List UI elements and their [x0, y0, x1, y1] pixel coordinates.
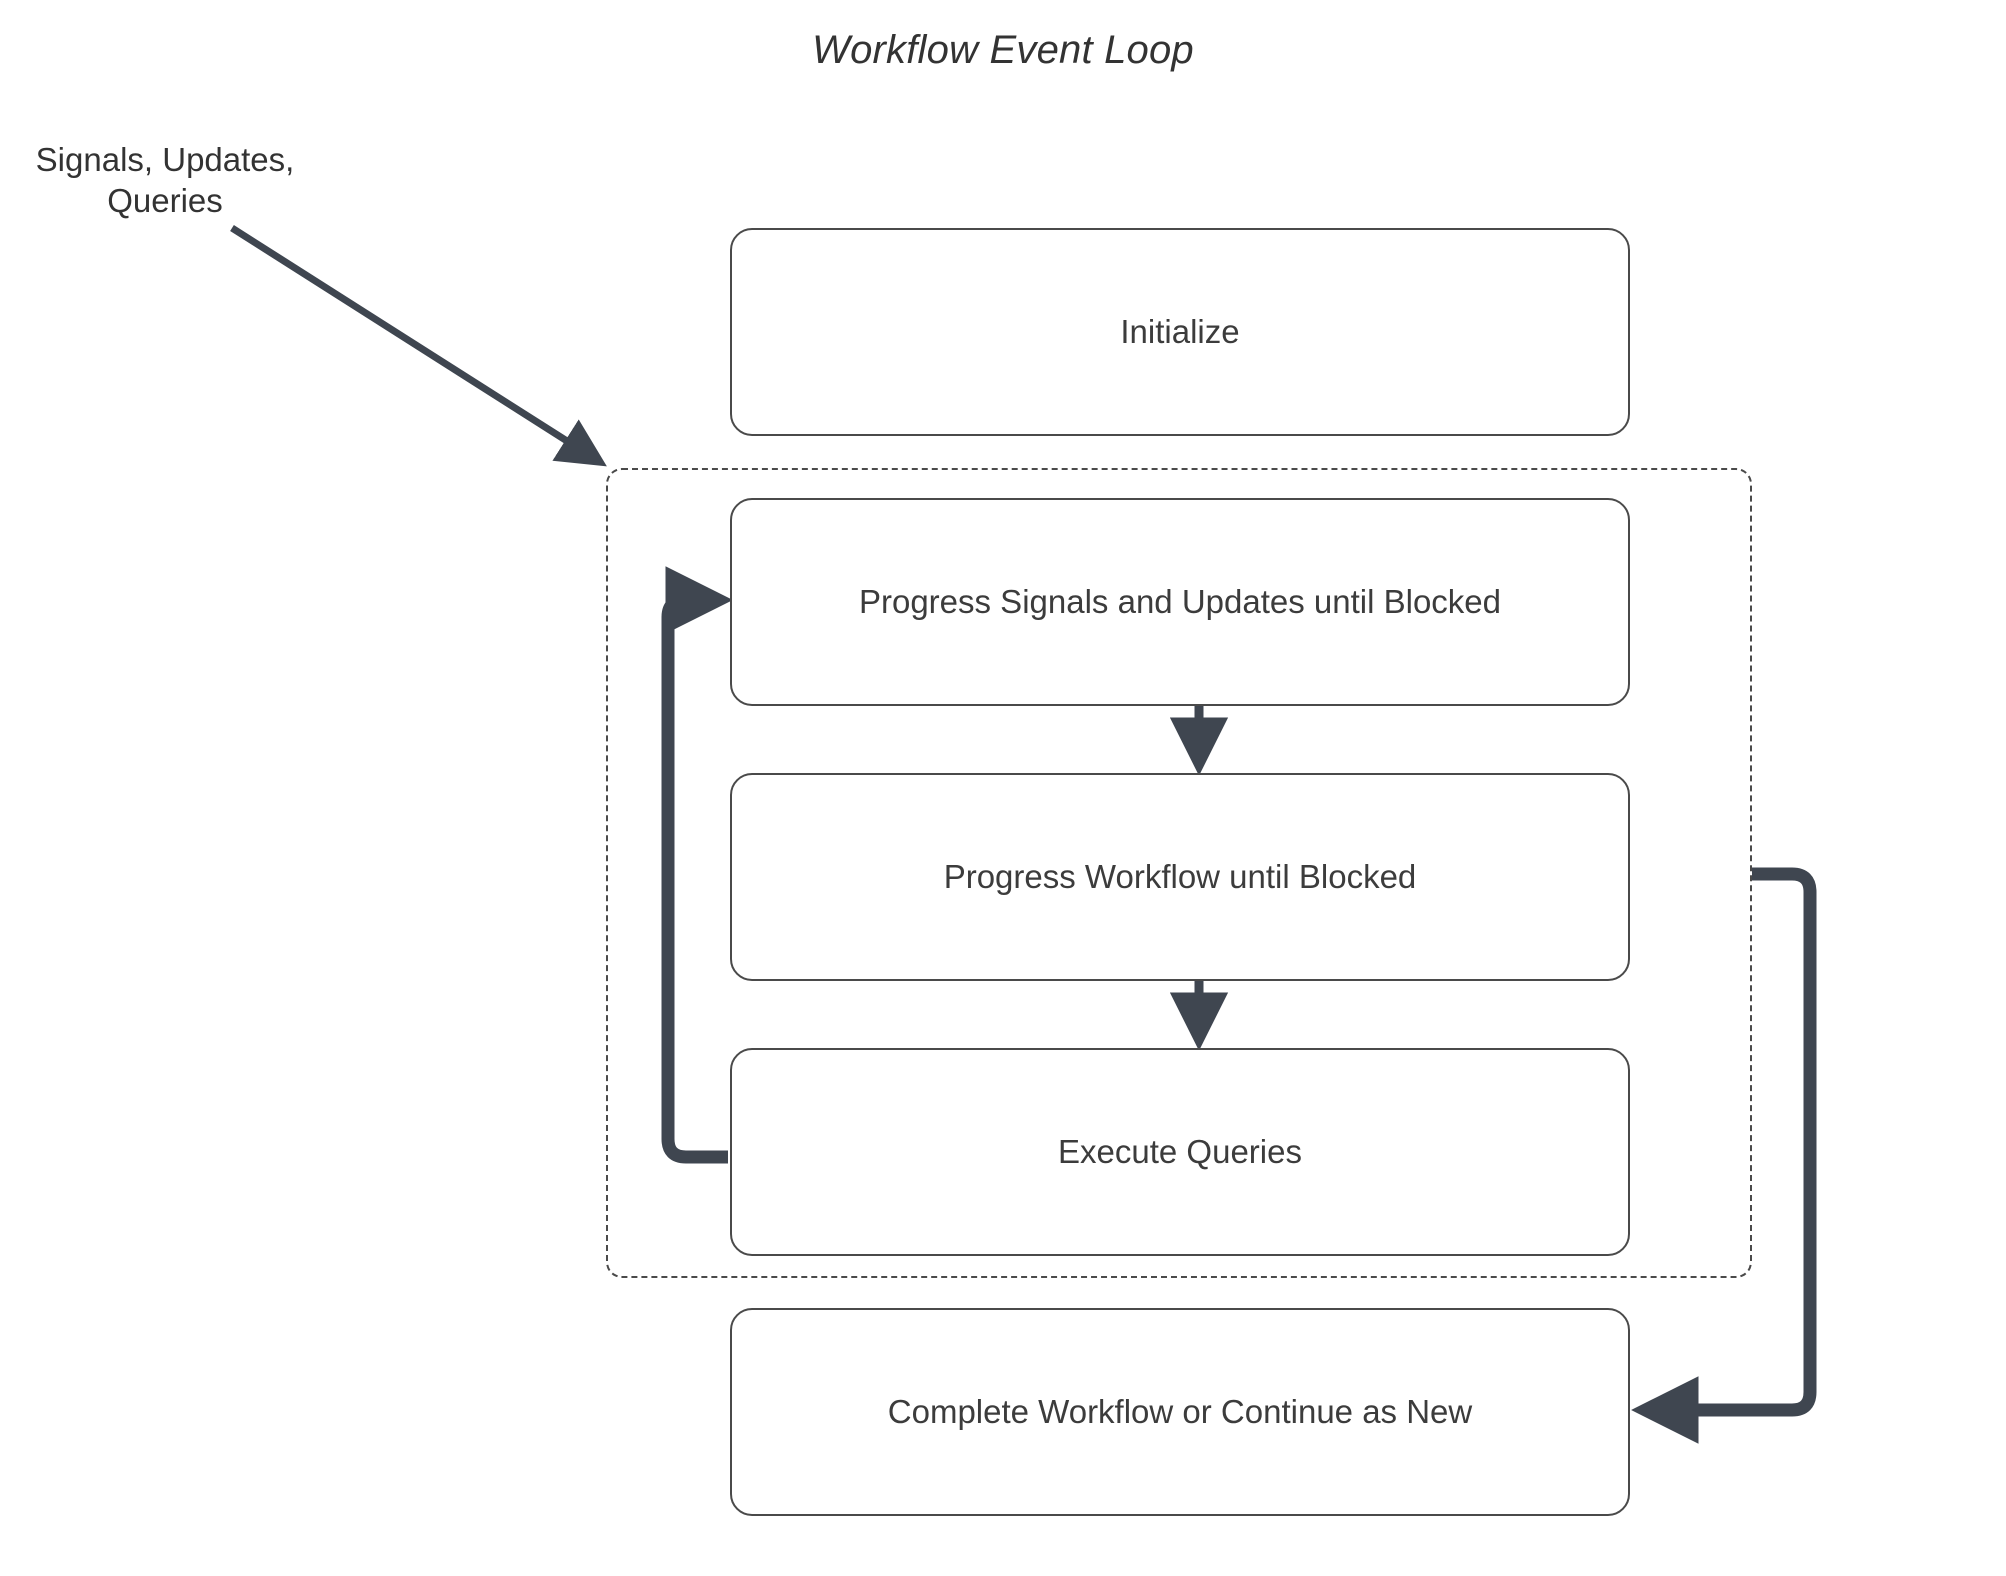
event-loop-container [606, 468, 1752, 1278]
node-complete-workflow[interactable]: Complete Workflow or Continue as New [730, 1308, 1630, 1516]
node-initialize-label: Initialize [1120, 313, 1240, 350]
page-title: Workflow Event Loop [812, 28, 1194, 72]
node-execute-queries-label: Execute Queries [1058, 1133, 1302, 1170]
node-progress-workflow[interactable]: Progress Workflow until Blocked [730, 773, 1630, 981]
node-progress-signals-label: Progress Signals and Updates until Block… [858, 583, 1502, 620]
node-execute-queries[interactable]: Execute Queries [730, 1048, 1630, 1256]
node-progress-signals[interactable]: Progress Signals and Updates until Block… [730, 498, 1630, 706]
node-complete-workflow-label: Complete Workflow or Continue as New [887, 1393, 1473, 1430]
edge-external-input-to-loop [230, 225, 607, 467]
external-input-label: Signals, Updates, Queries [35, 141, 295, 219]
node-initialize[interactable]: Initialize [730, 228, 1630, 436]
node-progress-workflow-label: Progress Workflow until Blocked [943, 858, 1417, 895]
